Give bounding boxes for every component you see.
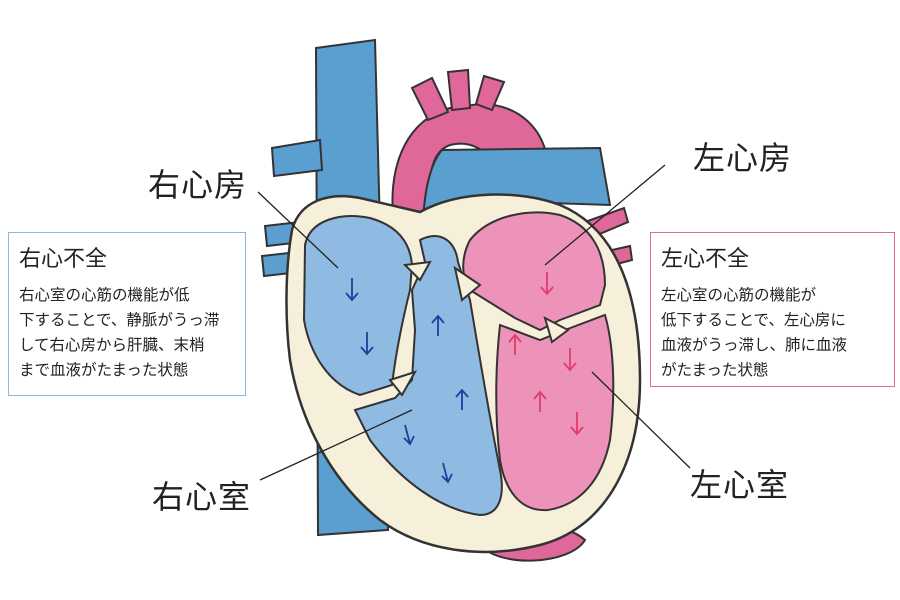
label-right-ventricle: 右心室 [152,478,252,516]
left-heart-flow-arrows [508,272,584,436]
aortic-branches [410,68,506,122]
label-right-atrium: 右心房 [148,166,248,204]
right-ventricle-chamber [353,235,503,517]
right-heart-failure-box: 右心不全 右心室の心筋の機能が低 下することで、静脈がうっ滞 して右心房から肝臓… [8,232,246,396]
left-ventricle-chamber [495,313,615,512]
description-line: して右心房から肝臓、末梢 [19,336,205,354]
leader-lines [257,164,691,481]
right-heart-failure-description: 右心室の心筋の機能が低 下することで、静脈がうっ滞 して右心房から肝臓、末梢 ま… [19,283,235,383]
right-heart-failure-title: 右心不全 [19,247,108,272]
description-line: がたまった状態 [661,361,769,379]
description-line: 左心室の心筋の機能が [661,286,817,304]
description-line: 下することで、静脈がうっ滞 [19,311,220,329]
left-heart-failure-description: 左心室の心筋の機能が 低下することで、左心房に 血液がうっ滞し、肺に血液 がたま… [661,283,884,383]
label-left-atrium: 左心房 [693,139,793,177]
description-line: 血液がうっ滞し、肺に血液 [661,336,848,354]
description-line: まで血液がたまった状態 [19,361,189,379]
description-line: 右心室の心筋の機能が低 [19,286,190,304]
valves [388,260,570,397]
label-left-ventricle: 左心室 [690,466,790,504]
left-heart-failure-title: 左心不全 [661,247,750,272]
left-heart-failure-box: 左心不全 左心室の心筋の機能が 低下することで、左心房に 血液がうっ滞し、肺に血… [650,232,895,387]
description-line: 低下することで、左心房に [661,311,846,329]
right-heart-flow-arrows [345,278,469,484]
